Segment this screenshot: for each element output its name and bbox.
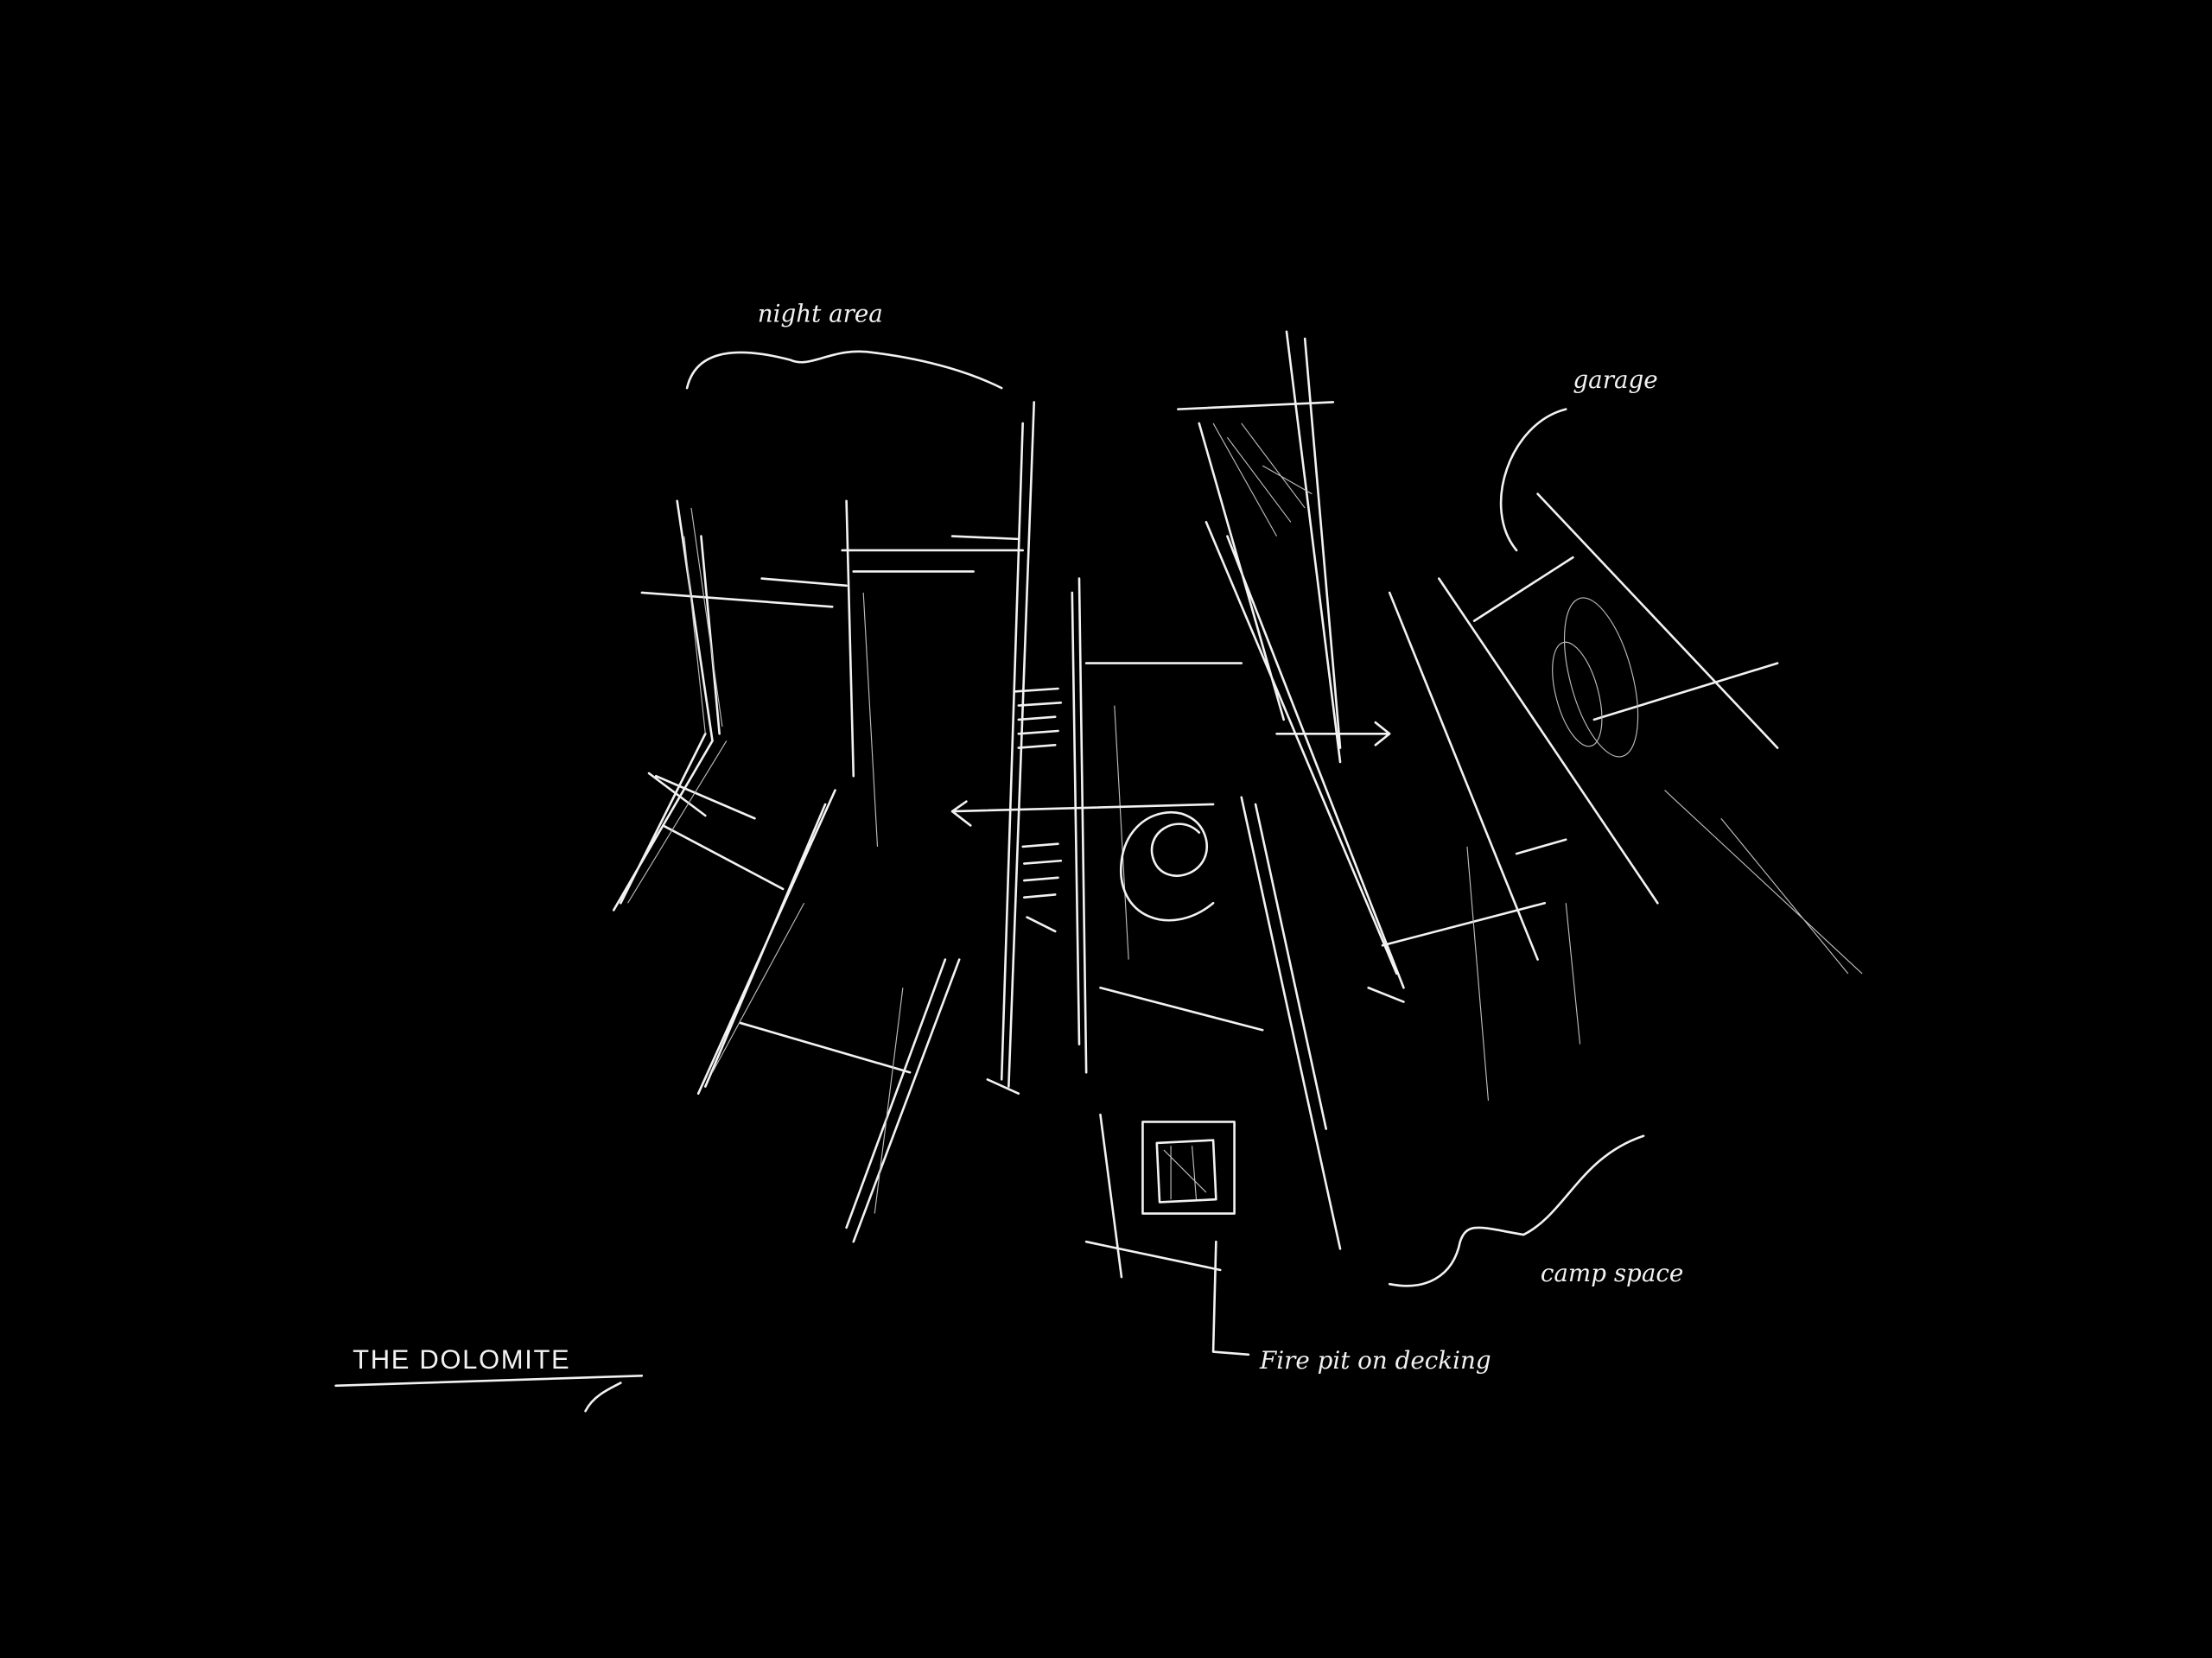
second-block xyxy=(696,499,1024,1243)
center-block xyxy=(950,577,1264,1356)
right-block xyxy=(1367,492,1863,1101)
arrow-left xyxy=(950,800,1215,827)
left-wing xyxy=(612,499,834,912)
label-garage: garage xyxy=(1573,365,1657,394)
spiral xyxy=(1119,810,1215,922)
sketch-title: THE DOLOMITE xyxy=(353,1344,570,1375)
fire-pit xyxy=(1141,1121,1236,1215)
title-underline xyxy=(334,1375,644,1413)
right-middle-block xyxy=(1176,330,1405,1250)
label-fire-pit: Fire pit on decking xyxy=(1259,1346,1491,1375)
annotation-curves xyxy=(685,350,1645,1287)
label-camp-space: camp space xyxy=(1541,1259,1683,1287)
label-night-area: night area xyxy=(758,299,883,327)
central-wall xyxy=(950,401,1063,1096)
